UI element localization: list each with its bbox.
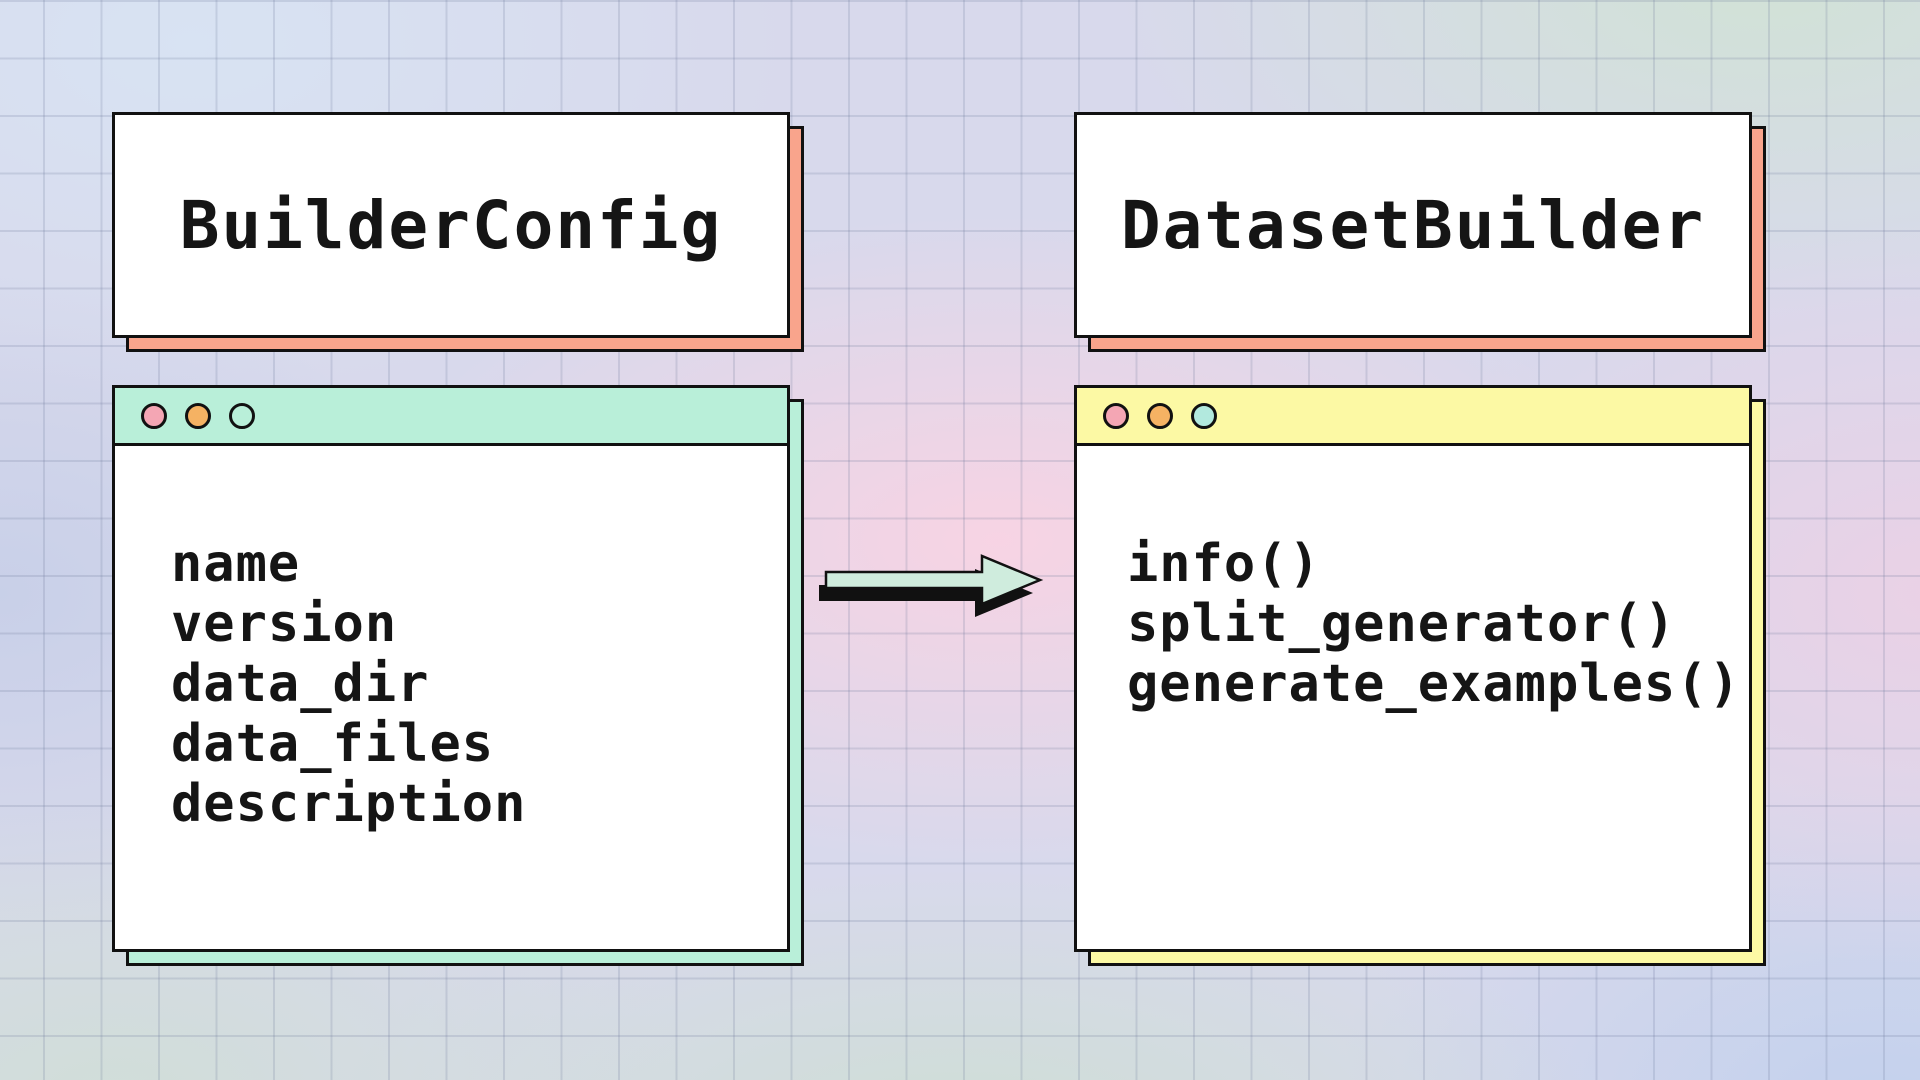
- field-item: data_dir: [171, 654, 430, 714]
- window-builderconfig-fields: name version data_dir data_files descrip…: [112, 385, 804, 966]
- window-titlebar: [115, 388, 787, 446]
- window-datasetbuilder-methods: info() split_generator() generate_exampl…: [1074, 385, 1766, 966]
- card-face: BuilderConfig: [112, 112, 790, 338]
- class-card-builderconfig: BuilderConfig: [112, 112, 804, 352]
- field-item: description: [171, 774, 527, 834]
- window-content: info() split_generator() generate_exampl…: [1077, 446, 1749, 714]
- window-titlebar: [1077, 388, 1749, 446]
- window-content: name version data_dir data_files descrip…: [115, 446, 787, 834]
- close-dot-icon: [1103, 402, 1129, 429]
- card-face: DatasetBuilder: [1074, 112, 1752, 338]
- window-face: info() split_generator() generate_exampl…: [1074, 385, 1752, 952]
- class-card-title: BuilderConfig: [179, 186, 723, 264]
- field-item: name: [171, 534, 301, 594]
- zoom-dot-icon: [1191, 402, 1217, 429]
- method-item: generate_examples(): [1127, 654, 1741, 714]
- field-item: version: [171, 594, 398, 654]
- field-item: data_files: [171, 714, 495, 774]
- flow-arrow: [812, 552, 1046, 624]
- close-dot-icon: [141, 402, 167, 429]
- window-face: name version data_dir data_files descrip…: [112, 385, 790, 952]
- minimize-dot-icon: [1147, 402, 1173, 429]
- class-card-title: DatasetBuilder: [1120, 186, 1706, 264]
- right-arrow-icon: [819, 554, 1044, 617]
- method-item: split_generator(): [1127, 594, 1677, 654]
- method-item: info(): [1127, 534, 1321, 594]
- minimize-dot-icon: [185, 402, 211, 429]
- zoom-dot-icon: [229, 402, 255, 429]
- class-card-datasetbuilder: DatasetBuilder: [1074, 112, 1766, 352]
